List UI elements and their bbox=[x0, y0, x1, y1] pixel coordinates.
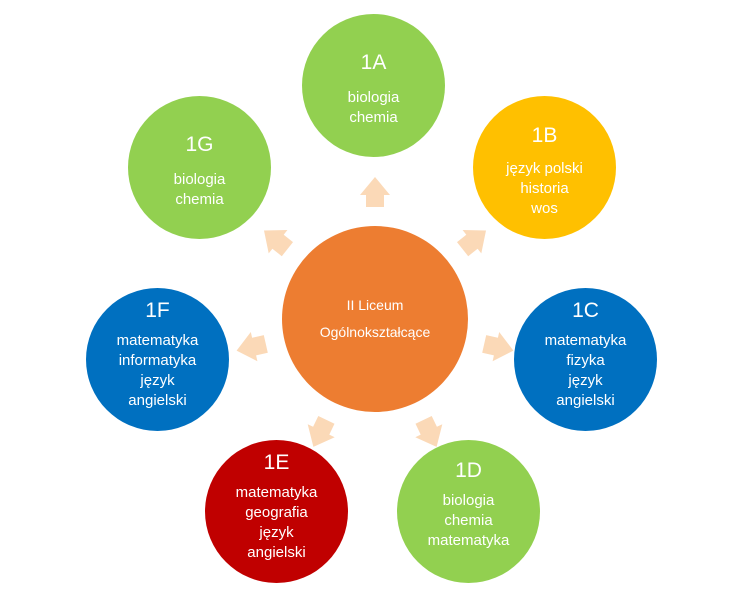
subject-list-1g: biologia chemia bbox=[174, 170, 226, 210]
subject-label: informatyka bbox=[118, 352, 197, 370]
subject-label: angielski bbox=[128, 392, 187, 409]
subject-label: biologia bbox=[442, 492, 495, 510]
school-center-circle: II Liceum Ogólnokształcące bbox=[282, 226, 468, 412]
school-name-line1: II Liceum bbox=[346, 297, 404, 314]
subject-label: biologia bbox=[347, 89, 400, 107]
subject-label: język bbox=[568, 372, 603, 390]
subject-label: biologia bbox=[173, 171, 226, 189]
subject-label: język bbox=[140, 372, 175, 390]
class-node-1e: 1E matematyka geografia język angielski bbox=[205, 440, 348, 583]
subject-label: chemia bbox=[349, 109, 398, 127]
subject-list-1f: matematyka informatyka język angielski bbox=[117, 331, 199, 411]
arrow-to-1c bbox=[482, 332, 514, 362]
subject-label: wos bbox=[531, 200, 558, 218]
subject-list-1d: biologia chemia matematyka bbox=[428, 491, 510, 551]
arrow-to-1e bbox=[307, 416, 335, 447]
subject-label: język polski bbox=[506, 160, 583, 178]
subject-list-1a: biologia chemia bbox=[348, 88, 400, 128]
arrow-to-1g bbox=[264, 230, 293, 257]
class-title-1g: 1G bbox=[185, 133, 214, 156]
subject-list-1b: język polski historia wos bbox=[506, 159, 583, 219]
subject-label: fizyka bbox=[566, 352, 605, 370]
class-title-1a: 1A bbox=[360, 51, 387, 74]
class-title-1c: 1C bbox=[572, 299, 599, 322]
arrow-to-1f bbox=[236, 332, 268, 362]
class-title-1e: 1E bbox=[263, 451, 290, 474]
subject-label: angielski bbox=[556, 392, 615, 409]
class-node-1b: 1B język polski historia wos bbox=[473, 96, 616, 239]
class-node-1a: 1A biologia chemia bbox=[302, 14, 445, 157]
class-title-1f: 1F bbox=[145, 299, 170, 322]
subject-label: język bbox=[259, 524, 294, 542]
subject-list-1e: matematyka geografia język angielski bbox=[236, 483, 318, 563]
subject-label: angielski bbox=[247, 544, 306, 561]
class-title-1d: 1D bbox=[455, 459, 482, 482]
subject-label: chemia bbox=[175, 191, 224, 209]
arrow-to-1a bbox=[360, 177, 390, 207]
class-title-1b: 1B bbox=[531, 124, 558, 147]
class-node-1c: 1C matematyka fizyka język angielski bbox=[514, 288, 657, 431]
subject-label: geografia bbox=[245, 504, 308, 522]
arrow-to-1b bbox=[457, 230, 486, 257]
subject-list-1c: matematyka fizyka język angielski bbox=[545, 331, 627, 411]
class-node-1d: 1D biologia chemia matematyka bbox=[397, 440, 540, 583]
subject-label: matematyka bbox=[544, 332, 627, 350]
school-name-line2: Ogólnokształcące bbox=[319, 324, 431, 340]
subject-label: historia bbox=[520, 180, 569, 198]
class-node-1g: 1G biologia chemia bbox=[128, 96, 271, 239]
arrow-to-1d bbox=[415, 416, 443, 447]
subject-label: matematyka bbox=[235, 484, 318, 502]
class-node-1f: 1F matematyka informatyka język angielsk… bbox=[86, 288, 229, 431]
subject-label: matematyka bbox=[427, 532, 510, 550]
subject-label: matematyka bbox=[116, 332, 199, 350]
subject-label: chemia bbox=[444, 512, 493, 530]
